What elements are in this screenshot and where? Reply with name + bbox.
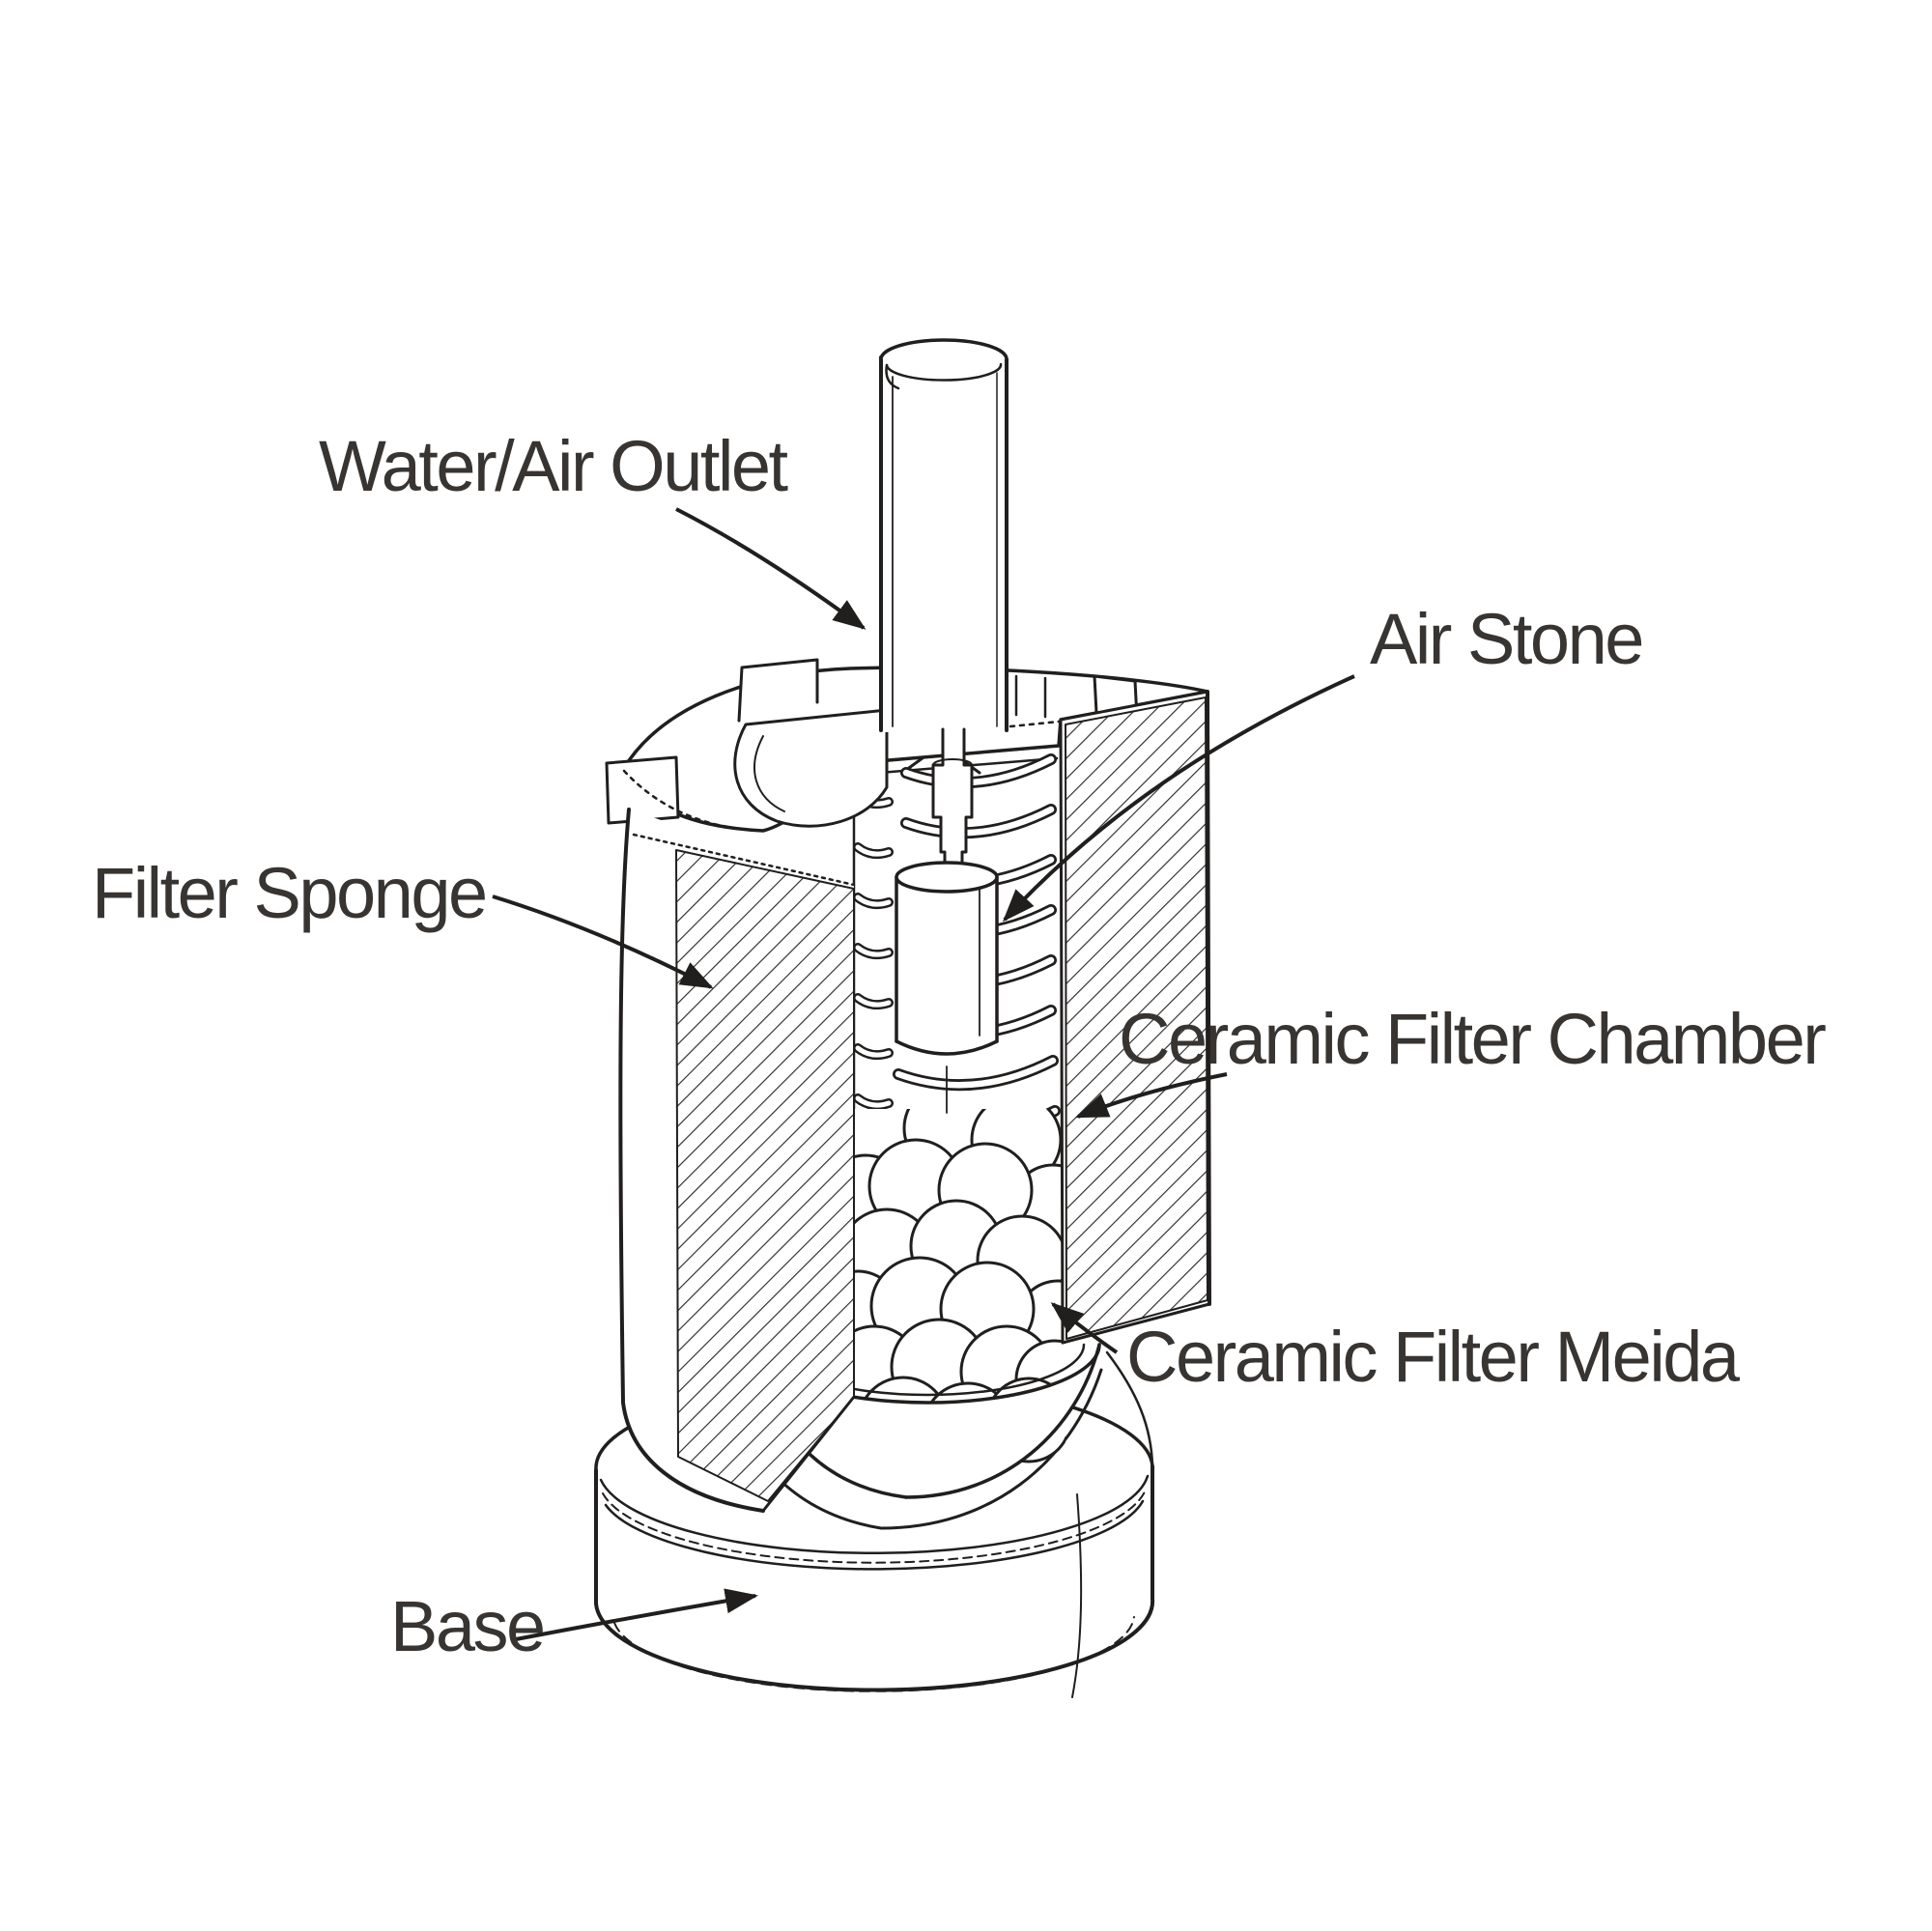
labels: Water/Air Outlet Air Stone Filter Sponge… bbox=[92, 426, 1829, 1666]
label-base: Base bbox=[390, 1586, 544, 1666]
leader-ceramic-filter-meida bbox=[1050, 1302, 1119, 1354]
label-water-air-outlet: Water/Air Outlet bbox=[319, 426, 789, 506]
leader-base bbox=[515, 1588, 758, 1641]
label-ceramic-filter-chamber: Ceramic Filter Chamber bbox=[1119, 999, 1826, 1079]
leader-filter-sponge bbox=[492, 895, 714, 989]
leader-air-stone bbox=[1002, 674, 1355, 923]
strainer-slots-left bbox=[853, 792, 894, 1111]
water-air-outlet-tube bbox=[879, 338, 1009, 732]
label-ceramic-filter-meida: Ceramic Filter Meida bbox=[1126, 1317, 1741, 1397]
air-stone-part bbox=[895, 727, 999, 1114]
leader-arrows bbox=[492, 507, 1355, 1641]
filter-illustration bbox=[594, 338, 1211, 1729]
label-air-stone: Air Stone bbox=[1370, 599, 1642, 679]
leader-ceramic-filter-chamber bbox=[1075, 1072, 1228, 1119]
leader-water-air-outlet bbox=[675, 507, 867, 630]
label-filter-sponge: Filter Sponge bbox=[92, 853, 486, 933]
